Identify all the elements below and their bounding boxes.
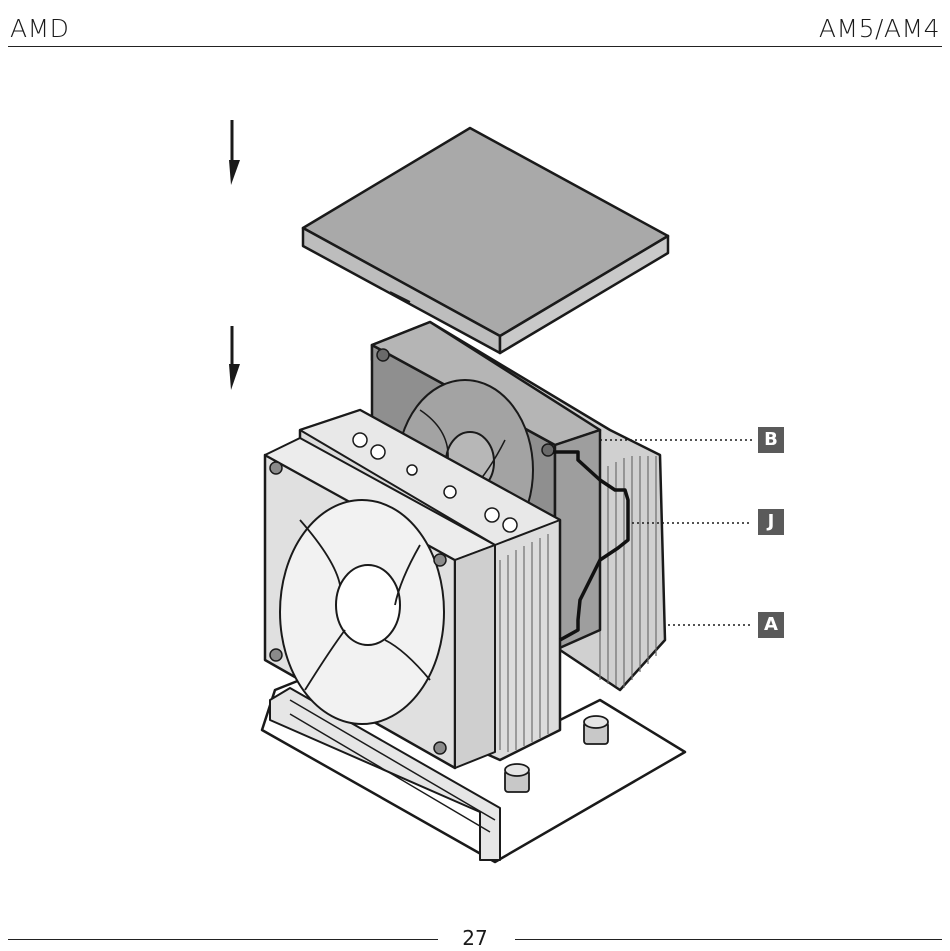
- down-arrow-icon: [229, 326, 240, 390]
- footer-divider-right: [515, 939, 942, 940]
- callout-a: A: [758, 612, 784, 638]
- footer-divider-left: [8, 939, 438, 940]
- callout-b: B: [758, 427, 784, 453]
- top-cover-plate: [303, 128, 668, 353]
- down-arrow-icon: [229, 120, 240, 185]
- callout-j: J: [758, 509, 784, 535]
- page-number: 27: [455, 926, 495, 950]
